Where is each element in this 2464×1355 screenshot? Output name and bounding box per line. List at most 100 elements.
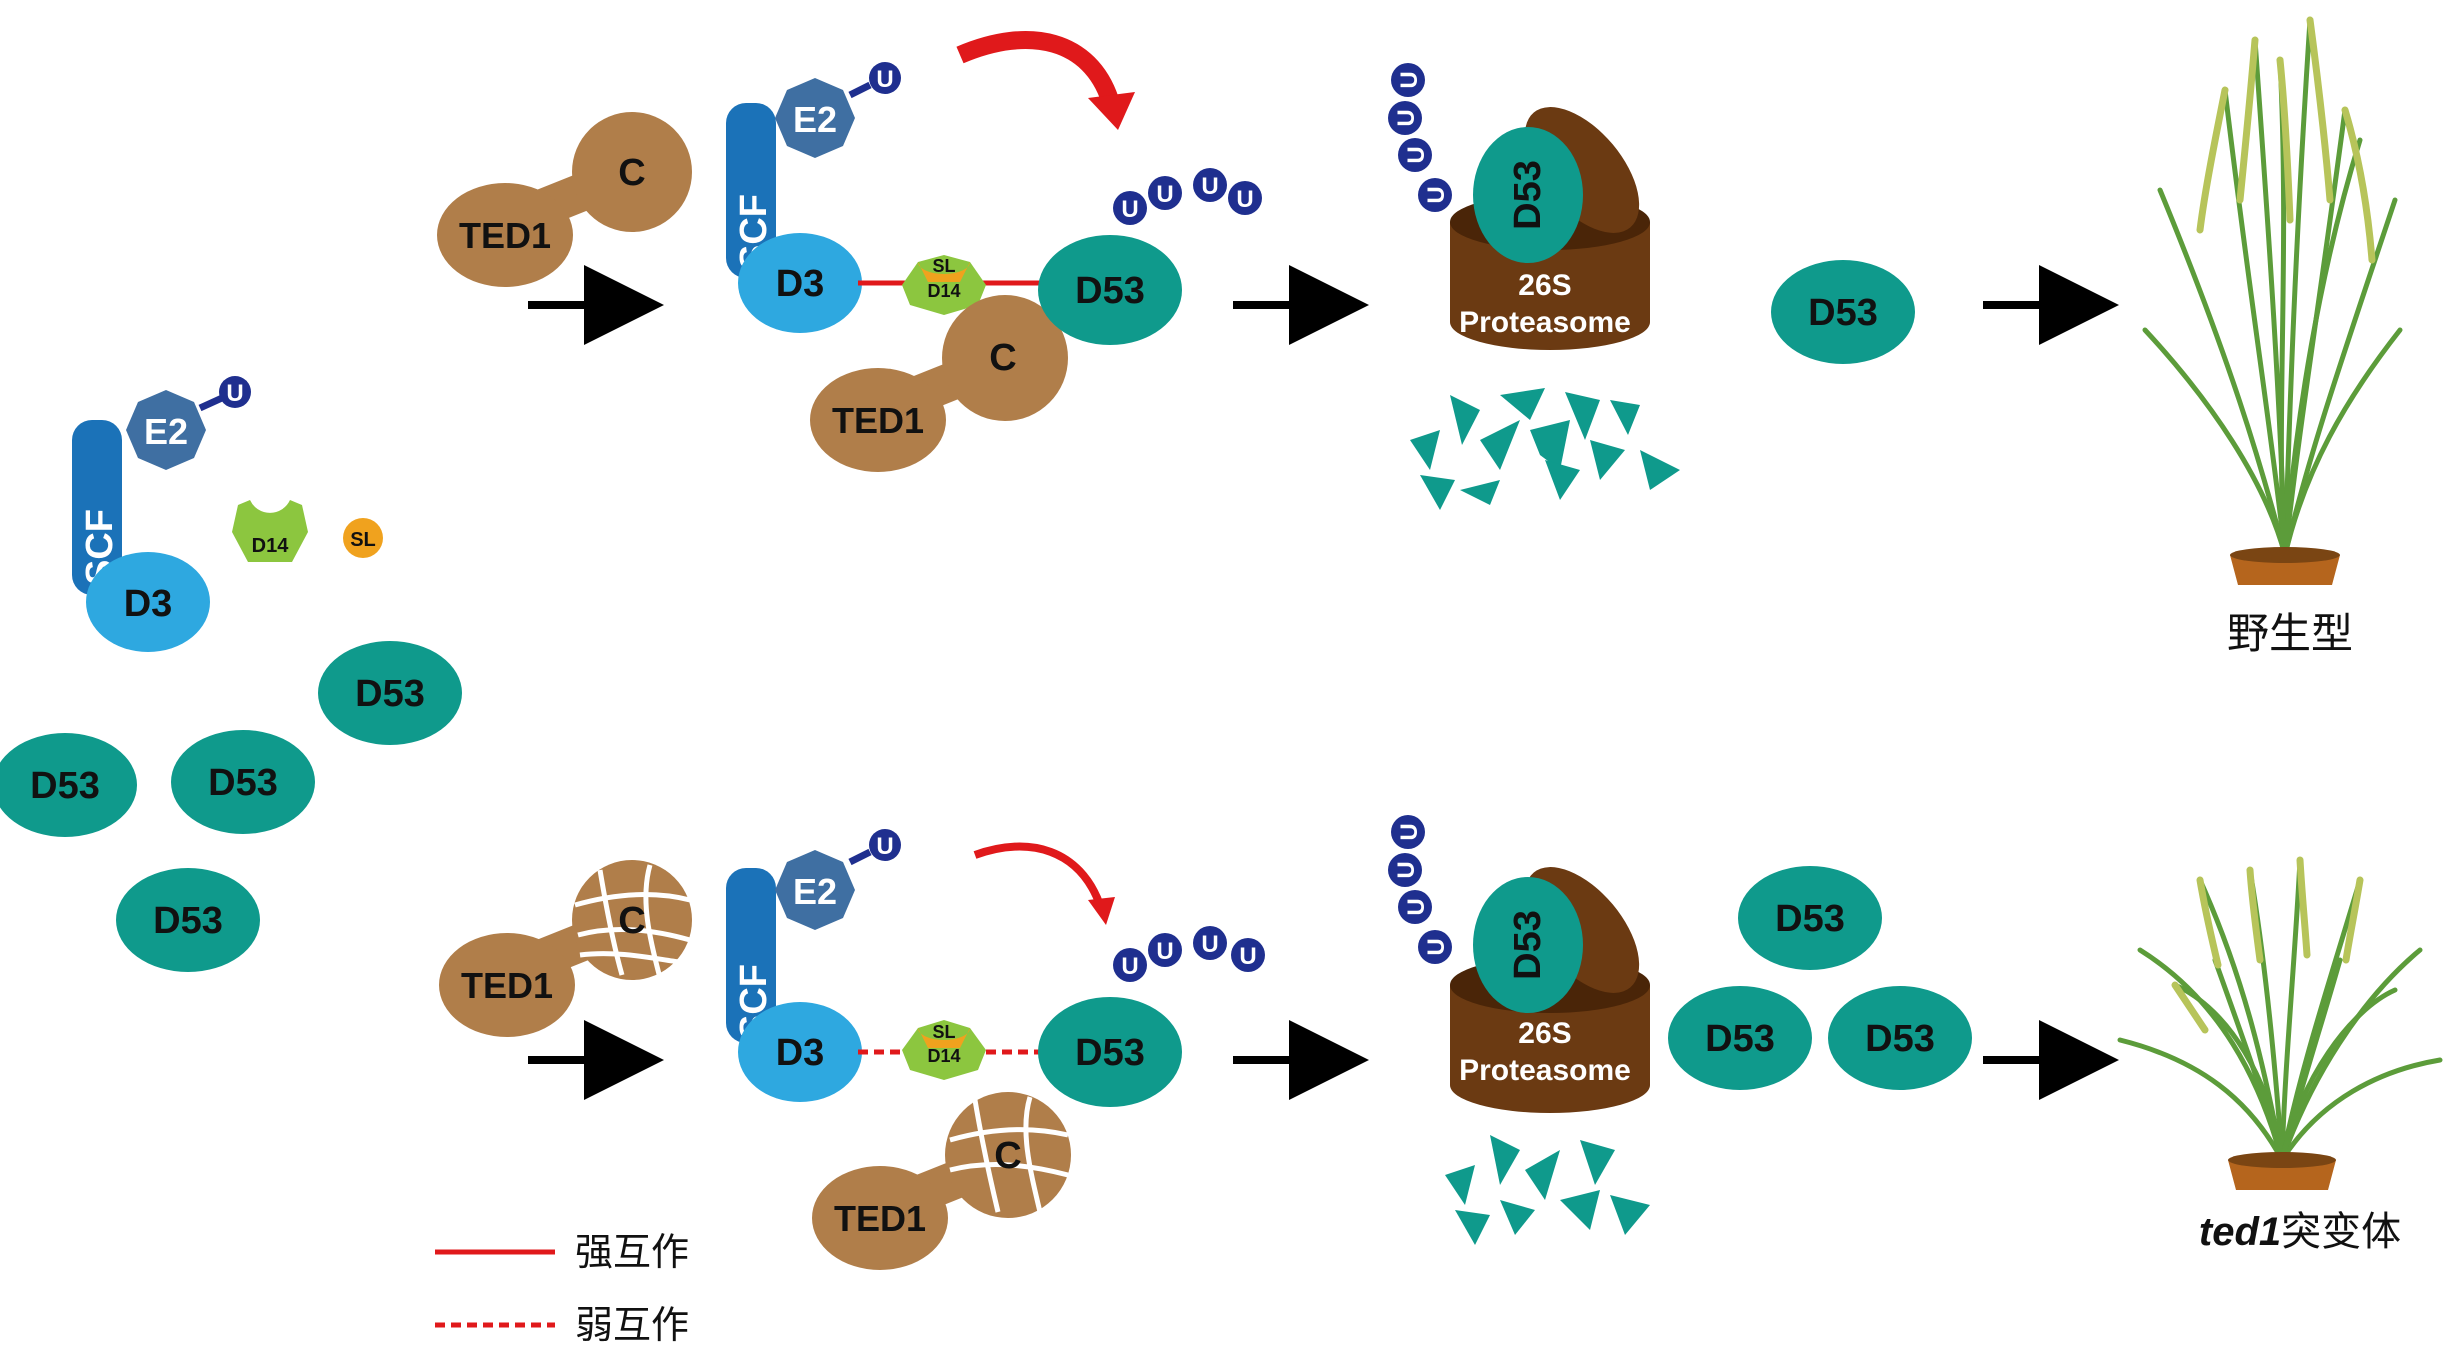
d53-protein (0, 733, 137, 837)
e2-label: E2 (793, 871, 837, 912)
d53-protein (1738, 866, 1882, 970)
svg-text:U: U (1156, 938, 1173, 965)
d53-protein (171, 730, 315, 834)
wild-type-pathway: C TED1 SCF D3 E2 U SL D14 C TED1 D53 U U… (437, 16, 2403, 658)
d53-label: D53 (1075, 1032, 1145, 1074)
svg-text:U: U (1121, 953, 1138, 980)
ted1-label: TED1 (832, 400, 924, 441)
poly-ubiquitin-chain: U U U U (1388, 63, 1452, 212)
poly-ubiquitin-chain: U U U U (1388, 815, 1452, 964)
svg-text:U: U (1396, 823, 1423, 840)
e2-label: E2 (793, 99, 837, 140)
sl-hormone (343, 518, 383, 558)
proteasome-label: Proteasome (1459, 306, 1631, 339)
d14-sl-complex (902, 1020, 986, 1080)
d53-protein (1473, 877, 1583, 1013)
d3-label: D3 (124, 583, 173, 625)
svg-text:U: U (1396, 71, 1423, 88)
mutant-label: ted1突变体 (2199, 1209, 2401, 1255)
degraded-fragments (1445, 1135, 1650, 1245)
mutant-suffix: 突变体 (2281, 1209, 2401, 1255)
c-label: C (989, 337, 1016, 379)
ub-link (848, 848, 872, 866)
c-domain (942, 295, 1068, 421)
c-label: C (994, 1135, 1021, 1177)
poly-ubiquitin-chain: U U U U (1113, 168, 1262, 225)
scf-bar (726, 103, 776, 278)
proteasome: D53 26S Proteasome (1450, 867, 1650, 1113)
red-arrowhead (1088, 897, 1115, 925)
legend: 强互作 弱互作 (435, 1230, 689, 1347)
d53-label: D53 (30, 765, 100, 807)
c-label: C (618, 152, 645, 194)
proteasome: D53 26S Proteasome (1450, 107, 1650, 350)
e2-label: E2 (144, 411, 188, 452)
svg-text:U: U (1121, 196, 1138, 223)
scf-bar (726, 868, 776, 1043)
d14-label: D14 (252, 535, 290, 557)
ub-link (198, 394, 224, 412)
ubiquitin (869, 829, 901, 861)
d53-label: D53 (1775, 898, 1845, 940)
sl-label: SL (932, 256, 955, 276)
d3-protein (86, 552, 210, 652)
d3-protein (738, 233, 862, 333)
d53-protein (1038, 997, 1182, 1107)
ted1-label: TED1 (459, 215, 551, 256)
c-domain (572, 112, 692, 232)
svg-text:U: U (1423, 938, 1450, 955)
d53-label: D53 (1808, 292, 1878, 334)
d53-label: D53 (1865, 1018, 1935, 1060)
d53-label: D53 (1075, 270, 1145, 312)
red-arrowhead (1088, 92, 1135, 130)
red-curved-arrow (956, 31, 1119, 104)
mutant-gene-name: ted1 (2199, 1210, 2281, 1254)
d14-receptor (232, 500, 308, 562)
svg-text:U: U (1201, 931, 1218, 958)
d53-label: D53 (355, 673, 425, 715)
mutant-rice-plant (2117, 856, 2443, 1190)
legend-strong-label: 强互作 (575, 1230, 689, 1274)
mutant-pathway: C TED1 SCF D3 E2 U SL D14 D53 U U U U (439, 815, 2443, 1270)
c-label: C (618, 900, 645, 942)
d3-protein (738, 1002, 862, 1102)
degraded-fragments (1410, 388, 1680, 510)
u-label: U (876, 833, 893, 860)
ted1-protein (439, 933, 575, 1037)
d53-protein (116, 868, 260, 972)
d53-protein (1828, 986, 1972, 1090)
proteasome-26s-label: 26S (1518, 1017, 1571, 1050)
svg-text:U: U (1403, 898, 1430, 915)
svg-text:U: U (1393, 109, 1420, 126)
wild-type-rice-plant (2142, 16, 2403, 585)
svg-text:U: U (1393, 861, 1420, 878)
d53-label: D53 (1705, 1018, 1775, 1060)
svg-text:U: U (1236, 186, 1253, 213)
u-label: U (876, 66, 893, 93)
svg-text:U: U (1201, 173, 1218, 200)
d53-protein (1668, 986, 1812, 1090)
svg-text:U: U (1239, 943, 1256, 970)
ted1-label: TED1 (461, 965, 553, 1006)
wild-type-label: 野生型 (2227, 609, 2353, 658)
e2-enzyme (775, 850, 855, 930)
sl-in-d14 (918, 262, 970, 282)
d53-label: D53 (208, 762, 278, 804)
svg-text:U: U (1156, 181, 1173, 208)
scf-bar (72, 420, 122, 595)
d53-label: D53 (1507, 910, 1549, 980)
red-curved-arrow (973, 842, 1104, 907)
sl-in-d14 (918, 1028, 970, 1048)
d53-label: D53 (153, 900, 223, 942)
legend-weak-label: 弱互作 (575, 1303, 689, 1347)
ub-link (848, 81, 872, 99)
d53-protein (1038, 235, 1182, 345)
poly-ubiquitin-chain: U U U U (1113, 926, 1265, 982)
u-label: U (226, 380, 243, 407)
e2-enzyme (775, 78, 855, 158)
e2-enzyme (126, 390, 206, 470)
svg-text:U: U (1403, 146, 1430, 163)
domain-cracks (574, 864, 691, 979)
domain-cracks (949, 1096, 1069, 1213)
